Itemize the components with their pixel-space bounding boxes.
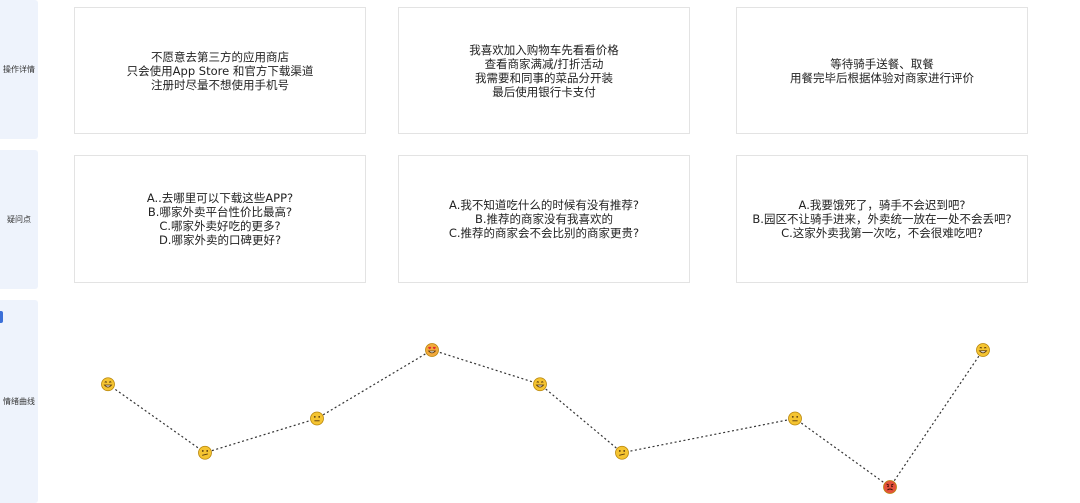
card-line: 最后使用银行卡支付 — [492, 84, 596, 99]
emotion-point-grin-icon — [533, 377, 547, 392]
emotion-point-grin-icon — [976, 343, 990, 357]
emotion-point-confused-icon — [615, 445, 629, 460]
card-line: 查看商家满减/打折活动 — [484, 56, 604, 71]
card-line: B.园区不让骑手进来，外卖统一放在一处不会丢吧? — [752, 212, 1012, 226]
card-line: D.哪家外卖的口碑更好? — [158, 233, 282, 247]
card-line: A..去哪里可以下载这些APP? — [146, 191, 294, 205]
card-line: B.推荐的商家没有我喜欢的 — [474, 212, 614, 226]
row-label-operation: 操作详情 — [0, 0, 38, 139]
question-card-2: A.我不知道吃什么的时候有没有推荐? B.推荐的商家没有我喜欢的 C.推荐的商家… — [398, 155, 690, 283]
card-line: A.我要饿死了，骑手不会迟到吧? — [798, 198, 966, 212]
card-line: C.哪家外卖好吃的更多? — [159, 219, 281, 233]
row-label-questions: 疑问点 — [0, 150, 38, 289]
row-label-questions-text: 疑问点 — [7, 215, 31, 224]
operation-card-3: 等待骑手送餐、取餐 用餐完毕后根据体验对商家进行评价 — [736, 7, 1028, 134]
emotion-point-angry-icon — [883, 480, 897, 494]
card-line: 不愿意去第三方的应用商店 — [151, 49, 289, 64]
emotion-point-love-icon — [425, 343, 439, 357]
card-line: 等待骑手送餐、取餐 — [830, 56, 934, 71]
card-line: C.这家外卖我第一次吃，不会很难吃吧? — [781, 226, 983, 240]
row-marker — [0, 311, 3, 323]
row-label-operation-text: 操作详情 — [3, 65, 35, 74]
emotion-point-confused-icon — [198, 445, 212, 460]
row-label-emotion-text: 情绪曲线 — [3, 397, 35, 406]
card-line: A.我不知道吃什么的时候有没有推荐? — [449, 198, 639, 212]
card-line: 用餐完毕后根据体验对商家进行评价 — [790, 70, 974, 85]
emotion-point-grin-icon — [101, 377, 115, 392]
operation-card-2: 我喜欢加入购物车先看看价格 查看商家满减/打折活动 我需要和同事的菜品分开装 最… — [398, 7, 690, 134]
card-line: 我喜欢加入购物车先看看价格 — [469, 42, 619, 57]
emotion-point-neutral-icon — [788, 411, 802, 426]
emotion-point-neutral-icon — [310, 411, 324, 426]
question-card-3: A.我要饿死了，骑手不会迟到吧? B.园区不让骑手进来，外卖统一放在一处不会丢吧… — [736, 155, 1028, 283]
row-label-emotion: 情绪曲线 — [0, 300, 38, 503]
card-line: 只会使用App Store 和官方下载渠道 — [126, 63, 314, 78]
question-card-1: A..去哪里可以下载这些APP? B.哪家外卖平台性价比最高? C.哪家外卖好吃… — [74, 155, 366, 283]
card-line: 我需要和同事的菜品分开装 — [475, 70, 613, 85]
operation-card-1: 不愿意去第三方的应用商店 只会使用App Store 和官方下载渠道 注册时尽量… — [74, 7, 366, 134]
emotion-line — [107, 349, 984, 488]
card-line: 注册时尽量不想使用手机号 — [151, 77, 289, 92]
card-line: B.哪家外卖平台性价比最高? — [147, 205, 293, 219]
card-line: C.推荐的商家会不会比别的商家更贵? — [448, 226, 640, 240]
